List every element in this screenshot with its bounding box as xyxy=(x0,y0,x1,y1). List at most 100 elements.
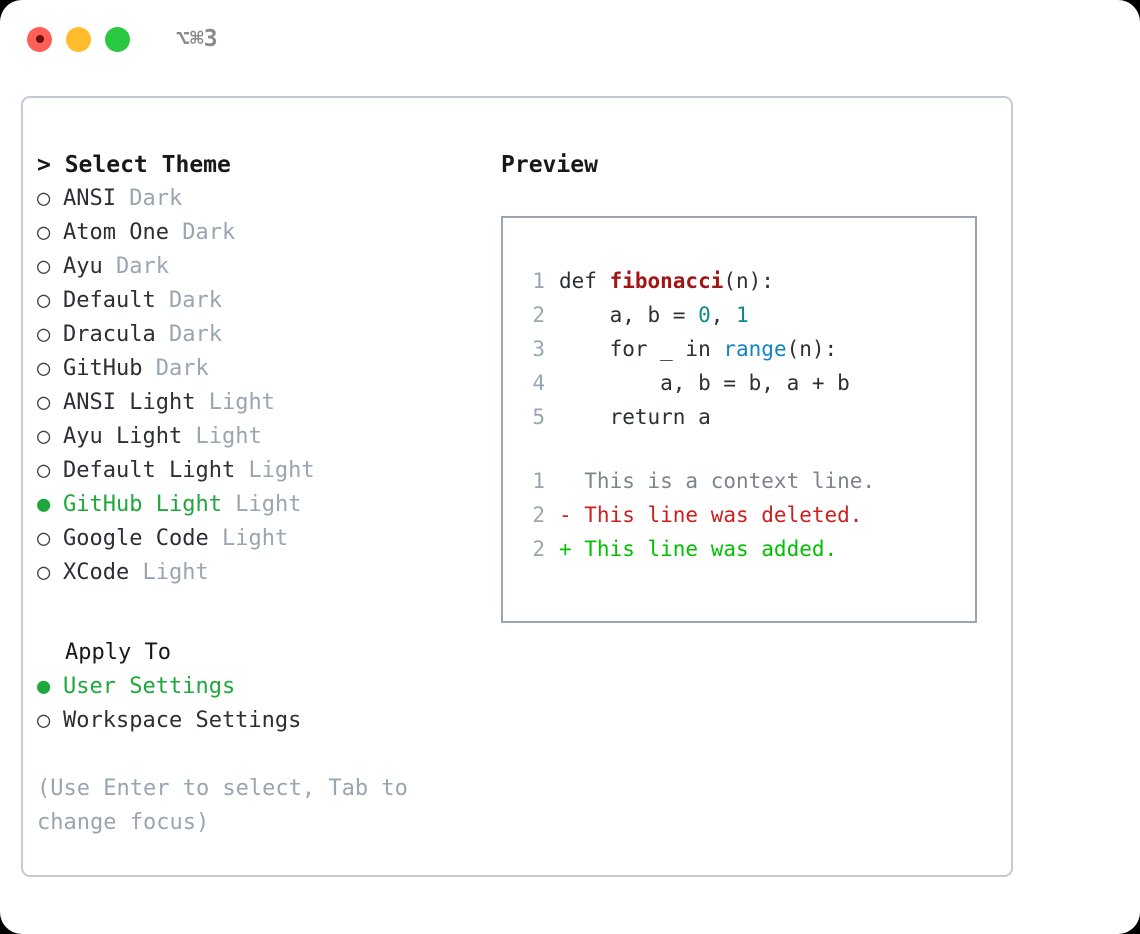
line-number: 2 xyxy=(532,537,545,561)
code-token: def xyxy=(559,269,610,293)
radio-unselected-icon: ○ xyxy=(37,458,51,483)
theme-name: ANSI Light xyxy=(63,390,196,415)
code-line: 3 for _ in range(n): xyxy=(503,332,975,366)
theme-option[interactable]: ○ GitHub Dark xyxy=(37,352,487,386)
line-number: 3 xyxy=(532,337,545,361)
keyboard-hint: (Use Enter to select, Tab to change focu… xyxy=(37,776,408,835)
theme-option[interactable]: ○Atom One Dark xyxy=(37,216,487,250)
theme-option[interactable]: ○ Ayu Dark xyxy=(37,250,487,284)
diff-sample: 1 This is a context line.2- This line wa… xyxy=(503,464,975,566)
code-token: a, b = xyxy=(559,303,699,327)
theme-variant-label: Light xyxy=(221,526,289,551)
theme-variant-label: Light xyxy=(142,560,209,585)
code-token: fibonacci xyxy=(609,269,724,293)
code-token: for _ in xyxy=(559,337,724,361)
code-token: (n): xyxy=(723,269,774,293)
theme-variant-label: Dark xyxy=(168,288,222,313)
apply-to-option[interactable]: ● User Settings xyxy=(37,670,487,704)
radio-selected-icon: ● xyxy=(37,492,51,517)
diff-line-text: + This line was added. xyxy=(559,537,838,561)
theme-name: Default xyxy=(63,288,156,313)
radio-unselected-icon: ○ xyxy=(37,186,51,211)
theme-name: GitHub Light xyxy=(63,492,222,517)
apply-to-label: User Settings xyxy=(63,674,236,699)
code-token: range xyxy=(723,337,787,361)
radio-unselected-icon: ○ xyxy=(37,560,51,585)
window-controls xyxy=(27,26,130,52)
apply-to-option[interactable]: ○ Workspace Settings xyxy=(37,704,487,738)
code-line: 4 a, b = b, a + b xyxy=(503,366,975,400)
code-token: return a xyxy=(559,405,711,429)
theme-variant-label: Dark xyxy=(182,220,236,245)
theme-name: Ayu Light xyxy=(63,424,183,449)
apply-to-label: Workspace Settings xyxy=(63,708,302,733)
theme-option[interactable]: ○ ANSI Light Light xyxy=(37,386,487,420)
theme-option[interactable]: ○Dracula Dark xyxy=(37,318,487,352)
theme-option[interactable]: ○ XCode Light xyxy=(37,556,487,590)
theme-variant-label: Dark xyxy=(155,356,209,381)
page-title: > Select Theme xyxy=(37,152,231,178)
close-button[interactable] xyxy=(27,26,52,52)
radio-unselected-icon: ○ xyxy=(37,356,51,381)
section-spacer xyxy=(37,590,487,636)
diff-line: 2 + This line was added. xyxy=(503,532,975,566)
radio-unselected-icon: ○ xyxy=(37,220,51,245)
preview-title: Preview xyxy=(501,152,598,178)
theme-name: Ayu xyxy=(63,254,103,279)
code-line: 1 def fibonacci(n): xyxy=(503,264,975,298)
radio-unselected-icon: ○ xyxy=(37,288,51,313)
theme-name: Dracula xyxy=(63,322,156,347)
theme-list: ○ANSI Dark○Atom One Dark○Ayu Dark○Defaul… xyxy=(37,182,487,590)
code-line: 5 return a xyxy=(503,400,975,434)
radio-selected-icon: ● xyxy=(37,674,51,699)
theme-variant-label: Dark xyxy=(116,254,169,279)
line-number: 4 xyxy=(532,371,545,395)
code-token: (n): xyxy=(786,337,838,361)
theme-name: GitHub xyxy=(63,356,143,381)
diff-line: 2- This line was deleted. xyxy=(503,498,975,532)
theme-option[interactable]: ○ Ayu Light Light xyxy=(37,420,487,454)
radio-unselected-icon: ○ xyxy=(37,254,51,279)
theme-option[interactable]: ● GitHub Light Light xyxy=(37,488,487,522)
theme-name: Google Code xyxy=(63,526,209,551)
diff-spacer xyxy=(503,434,975,464)
theme-variant-label: Light xyxy=(235,492,302,517)
code-token: 0 xyxy=(698,303,711,327)
theme-variant-label: Light xyxy=(248,458,315,483)
minimize-button[interactable] xyxy=(66,26,91,52)
theme-variant-label: Dark xyxy=(168,322,222,347)
dialog-columns: > Select Theme ○ANSI Dark○Atom One Dark○… xyxy=(23,98,1011,875)
code-line-content: a, b = 0, 1 xyxy=(559,298,749,332)
code-token: , xyxy=(710,303,737,327)
theme-option[interactable]: ○ Default Dark xyxy=(37,284,487,318)
theme-option[interactable]: ○ANSI Dark xyxy=(37,182,487,216)
diff-line: 1 This is a context line. xyxy=(503,464,975,498)
code-line-content: def fibonacci(n): xyxy=(559,264,774,298)
line-number: 2 xyxy=(532,303,545,327)
radio-unselected-icon: ○ xyxy=(37,708,51,733)
code-line-content: a, b = b, a + b xyxy=(559,366,850,400)
dialog-panel: > Select Theme ○ANSI Dark○Atom One Dark○… xyxy=(21,96,1013,877)
theme-option[interactable]: ○Google Code Light xyxy=(37,522,487,556)
line-number: 1 xyxy=(532,469,545,493)
code-line-content: for _ in range(n): xyxy=(559,332,838,366)
theme-variant-label: Light xyxy=(208,390,275,415)
theme-name: Default Light xyxy=(63,458,236,483)
code-token: 1 xyxy=(736,303,749,327)
diff-line-text: This is a context line. xyxy=(559,469,876,493)
theme-selector-pane: > Select Theme ○ANSI Dark○Atom One Dark○… xyxy=(37,148,487,840)
theme-name: XCode xyxy=(63,560,130,585)
radio-unselected-icon: ○ xyxy=(37,390,51,415)
maximize-button[interactable] xyxy=(105,26,130,52)
theme-variant-label: Light xyxy=(195,424,262,449)
theme-option[interactable]: ○ Default Light Light xyxy=(37,454,487,488)
code-token: a, b = b, a + b xyxy=(559,371,850,395)
radio-unselected-icon: ○ xyxy=(37,424,51,449)
line-number: 5 xyxy=(532,405,545,429)
line-number: 1 xyxy=(532,269,545,293)
keyboard-shortcut-label: ⌥⌘3 xyxy=(176,25,218,52)
